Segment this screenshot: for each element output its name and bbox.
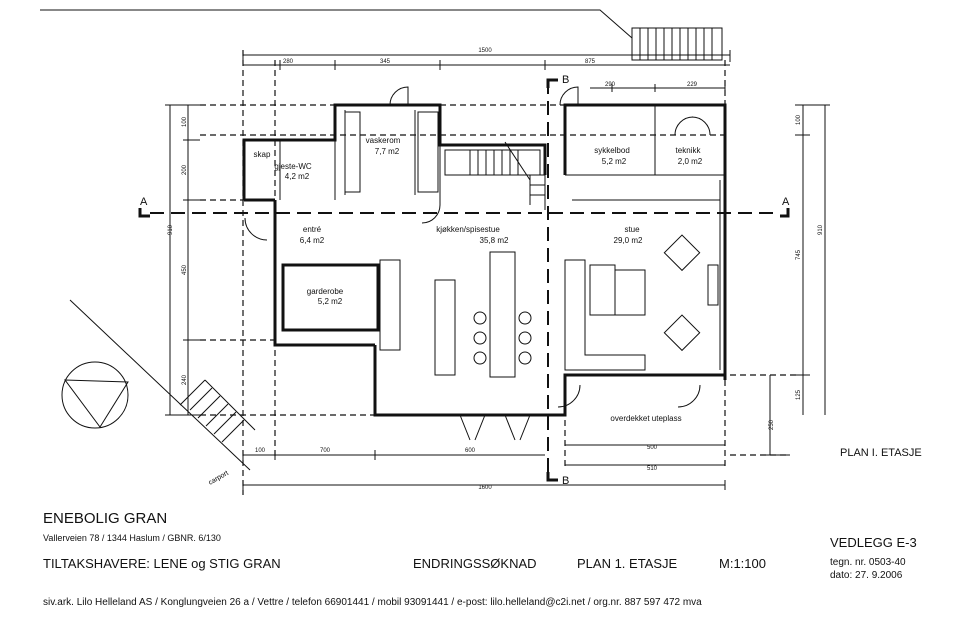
dim-label: 600: [465, 448, 476, 454]
interior-walls: [279, 105, 725, 370]
room-vask-name: vaskerom: [366, 136, 401, 145]
drawing-number: tegn. nr. 0503-40: [830, 557, 906, 568]
dim-label: 290: [605, 82, 616, 88]
living-furniture: [564, 234, 719, 371]
room-sykkel-area: 5,2 m2: [602, 157, 627, 166]
dim-label: 450: [182, 264, 188, 275]
doors: [244, 86, 711, 441]
room-teknikk-name: teknikk: [676, 146, 702, 155]
drawing-scale: M:1:100: [719, 556, 766, 571]
dim-label: 240: [182, 374, 188, 385]
section-b-top: B: [562, 74, 569, 86]
room-vask-area: 7,7 m2: [375, 147, 400, 156]
exterior-walls: [242, 103, 727, 417]
sheet-name: PLAN 1. ETASJE: [577, 556, 678, 571]
dim-label: 510: [647, 466, 658, 472]
room-teknikk-area: 2,0 m2: [678, 157, 703, 166]
room-garderobe-name: garderobe: [307, 287, 344, 296]
room-stue-name: stue: [624, 225, 640, 234]
room-skap: skap: [254, 150, 271, 159]
dim-label: 745: [796, 249, 802, 260]
exterior-stair-top: [631, 27, 723, 61]
section-a-left: A: [140, 196, 148, 208]
room-kjokken-name: kjøkken/spisestue: [436, 225, 500, 234]
room-wc-name: gjeste-WC: [274, 162, 312, 171]
carport-label: carport: [208, 470, 230, 487]
dim-label: 100: [796, 114, 802, 125]
dim-label: 229: [687, 82, 698, 88]
section-b-bottom: B: [562, 475, 569, 487]
drawing-date: dato: 27. 9.2006: [830, 570, 903, 581]
north-arrow: [61, 361, 129, 429]
room-entre-area: 6,4 m2: [300, 236, 325, 245]
grid-lines: [200, 50, 800, 495]
interior-stair: [444, 141, 545, 205]
dimension-lines-top: [242, 50, 731, 92]
dim-label: 345: [380, 59, 391, 65]
dim-label: 1500: [478, 48, 492, 54]
dimension-lines-right: [765, 104, 830, 456]
dim-label: 910: [818, 224, 824, 235]
dim-label: 100: [182, 116, 188, 127]
kitchen-furniture: [379, 251, 532, 378]
room-garderobe-area: 5,2 m2: [318, 297, 343, 306]
dim-label: 700: [320, 448, 331, 454]
room-wc-area: 4,2 m2: [285, 172, 310, 181]
section-markers: [138, 78, 790, 482]
room-kjokken-area: 35,8 m2: [480, 236, 509, 245]
attachment-number: VEDLEGG E-3: [830, 535, 917, 550]
room-uteplass-name: overdekket uteplass: [610, 414, 681, 423]
architect-info: siv.ark. Lilo Helleland AS / Konglungvei…: [43, 597, 702, 608]
dim-label: 125: [796, 389, 802, 400]
dimension-lines-left: [165, 104, 200, 416]
room-sykkel-name: sykkelbod: [594, 146, 630, 155]
project-owners: TILTAKSHAVERE: LENE og STIG GRAN: [43, 556, 281, 571]
plan-label: PLAN I. ETASJE: [840, 447, 922, 459]
room-stue-area: 29,0 m2: [614, 236, 643, 245]
dim-label: 500: [647, 445, 658, 451]
dim-label: 1600: [478, 485, 492, 491]
property-line: [40, 9, 633, 39]
dim-label: 200: [182, 164, 188, 175]
dim-label: 280: [283, 59, 294, 65]
dim-label: 100: [255, 448, 266, 454]
dim-label: 875: [585, 59, 596, 65]
stair-bottom-left: [69, 299, 256, 471]
room-entre-name: entré: [303, 225, 322, 234]
project-address: Vallerveien 78 / 1344 Haslum / GBNR. 6/1…: [43, 533, 221, 543]
dim-label: 910: [168, 224, 174, 235]
section-a-right: A: [782, 196, 790, 208]
application-type: ENDRINGSSØKNAD: [413, 556, 537, 571]
project-title: ENEBOLIG GRAN: [43, 510, 168, 527]
dim-label: 250: [769, 419, 775, 430]
